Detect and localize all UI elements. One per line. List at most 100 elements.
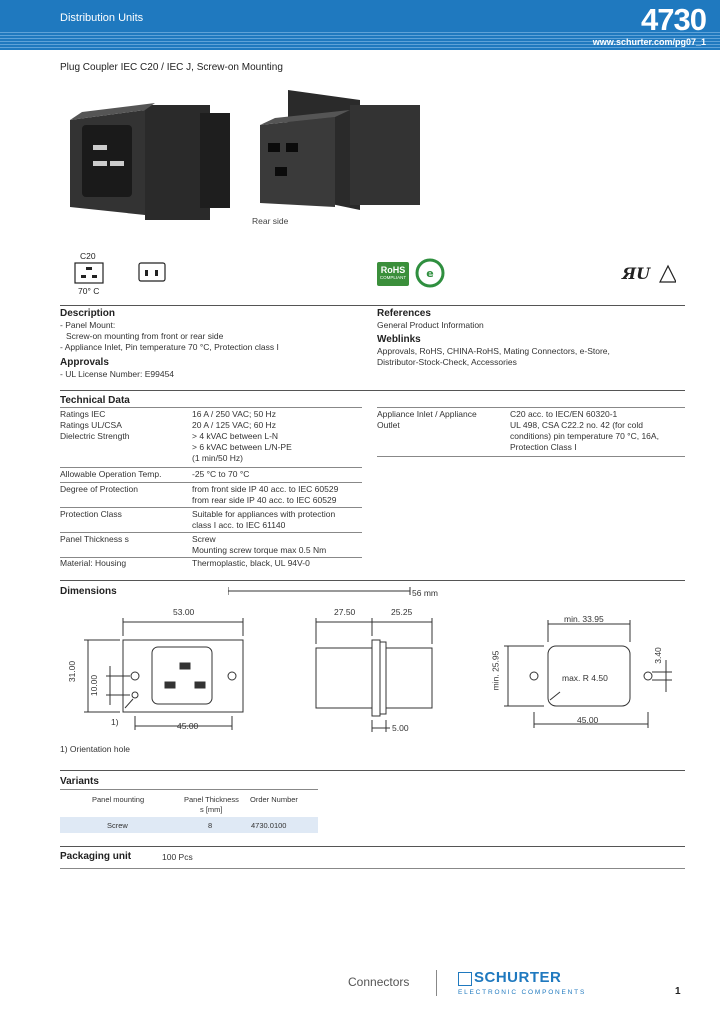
- tech-value: > 4 kVAC between L-N: [192, 431, 279, 441]
- tech-right-value: C20 acc. to IEC/EN 60320-1: [510, 409, 618, 419]
- weblinks-line[interactable]: Approvals, RoHS, CHINA-RoHS, Mating Conn…: [377, 346, 610, 356]
- dim-label: 25.25: [391, 607, 413, 617]
- tech-value: (1 min/50 Hz): [192, 453, 244, 463]
- product-photos: [70, 90, 420, 220]
- c20-label: C20: [80, 251, 96, 261]
- dim-label: min. 33.95: [564, 614, 604, 624]
- tech-right-value: Protection Class I: [510, 442, 577, 452]
- row-separator: [60, 532, 362, 533]
- tech-value: class I acc. to IEC 61140: [192, 520, 286, 530]
- variants-header: Panel Thickness: [184, 795, 239, 804]
- dim-label: max. R 4.50: [562, 673, 608, 683]
- weblinks-heading: Weblinks: [377, 334, 421, 345]
- tech-value: Suitable for appliances with protection: [192, 509, 336, 519]
- schurter-logo-icon: [458, 972, 472, 986]
- section-title: Distribution Units: [60, 12, 144, 24]
- dim-label: 10.00: [89, 674, 100, 697]
- packaging-value: 100 Pcs: [162, 852, 193, 862]
- row-separator: [60, 407, 362, 408]
- c20-symbol-icon: [74, 262, 104, 284]
- scale-bar: [228, 587, 411, 595]
- front-view-photo: [70, 103, 230, 220]
- dim-label: 27.50: [334, 607, 356, 617]
- tech-right-label: Appliance Inlet / Appliance: [377, 409, 477, 419]
- packaging-heading: Packaging unit: [60, 851, 132, 862]
- tech-value: Screw: [192, 534, 216, 544]
- general-info-link[interactable]: General Product Information: [377, 320, 484, 330]
- divider: [60, 305, 685, 306]
- tech-label: Protection Class: [60, 509, 122, 519]
- tech-value: 20 A / 125 VAC; 60 Hz: [192, 420, 276, 430]
- dim-label: 1): [111, 717, 119, 727]
- row-separator: [60, 557, 362, 558]
- divider: [60, 580, 685, 581]
- tech-value: Thermoplastic, black, UL 94V-0: [192, 558, 310, 568]
- scale-label: 56 mm: [412, 588, 438, 598]
- description-heading: Description: [60, 308, 116, 319]
- weblinks-line[interactable]: Distributor-Stock-Check, Accessories: [377, 357, 517, 367]
- tech-label: Material: Housing: [60, 558, 127, 568]
- header-stripes: [0, 30, 720, 50]
- rear-view-photo: [260, 90, 420, 210]
- footer-brand: SCHURTER: [474, 969, 562, 986]
- rohs-sub-text: COMPLIANT: [379, 275, 407, 280]
- divider: [60, 390, 685, 391]
- dim-label: 45.00: [177, 721, 199, 731]
- product-title: Plug Coupler IEC C20 / IEC J, Screw-on M…: [60, 62, 283, 73]
- tech-value: -25 °C to 70 °C: [192, 469, 250, 479]
- dimensions-heading: Dimensions: [60, 586, 117, 597]
- tech-value: from rear side IP 40 acc. to IEC 60529: [192, 495, 337, 505]
- dim-label: 31.00: [67, 660, 78, 683]
- tech-right-value: UL 498, CSA C22.2 no. 42 (for cold: [510, 420, 643, 430]
- footer-divider: [436, 970, 437, 996]
- dim-label: 53.00: [173, 607, 195, 617]
- variants-header: Panel mounting: [92, 795, 145, 804]
- row-separator: [377, 456, 685, 457]
- tech-value: 16 A / 250 VAC; 50 Hz: [192, 409, 276, 419]
- row-separator: [60, 507, 362, 508]
- row-separator: [60, 789, 318, 790]
- dimension-drawings: [84, 618, 672, 732]
- variants-header: Order Number: [250, 795, 298, 804]
- j-symbol-icon: [138, 262, 166, 282]
- tech-right-value: conditions) pin temperature 70 °C, 16A,: [510, 431, 659, 441]
- description-line: - Panel Mount:: [60, 320, 116, 330]
- references-heading: References: [377, 308, 431, 319]
- technical-heading: Technical Data: [60, 395, 130, 406]
- dim-label: 45.00: [577, 715, 599, 725]
- approvals-line: - UL License Number: E99454: [60, 369, 175, 379]
- variants-subheader: s [mm]: [200, 805, 223, 814]
- variant-row: [60, 817, 318, 833]
- divider: [60, 770, 685, 771]
- temperature-label: 70° C: [78, 286, 100, 296]
- rohs-badge-icon: RoHS COMPLIANT: [377, 262, 409, 286]
- variants-heading: Variants: [60, 776, 99, 787]
- tech-value: Mounting screw torque max 0.5 Nm: [192, 545, 327, 555]
- rohs-text: RoHS: [380, 265, 406, 275]
- ul-cert-icon: ЯU: [621, 264, 676, 283]
- row-separator: [60, 467, 362, 468]
- row-separator: [60, 868, 685, 869]
- divider: [60, 846, 685, 847]
- page-number: 1: [675, 986, 681, 997]
- dimensions-footnote: 1) Orientation hole: [60, 744, 130, 754]
- dim-label: min. 25.95: [490, 650, 501, 691]
- approvals-heading: Approvals: [60, 357, 109, 368]
- tech-label: Ratings UL/CSA: [60, 420, 122, 430]
- footer-brand-sub: ELECTRONIC COMPONENTS: [458, 989, 587, 996]
- footer-category: Connectors: [348, 975, 410, 989]
- product-url[interactable]: www.schurter.com/pg07_1: [592, 37, 706, 47]
- tech-value: from front side IP 40 acc. to IEC 60529: [192, 484, 339, 494]
- dim-label: 5.00: [392, 723, 409, 733]
- rear-side-caption: Rear side: [252, 216, 289, 226]
- tech-label: Degree of Protection: [60, 484, 138, 494]
- variant-cell: 4730.0100: [251, 821, 287, 830]
- description-line: - Appliance Inlet, Pin temperature 70 °C…: [60, 342, 279, 352]
- row-separator: [377, 407, 685, 408]
- svg-text:e: e: [426, 267, 433, 280]
- tech-label: Dielectric Strength: [60, 431, 130, 441]
- row-separator: [60, 482, 362, 483]
- tech-label: Allowable Operation Temp.: [60, 469, 162, 479]
- china-rohs-icon: e: [415, 258, 445, 288]
- tech-label: Panel Thickness s: [60, 534, 129, 544]
